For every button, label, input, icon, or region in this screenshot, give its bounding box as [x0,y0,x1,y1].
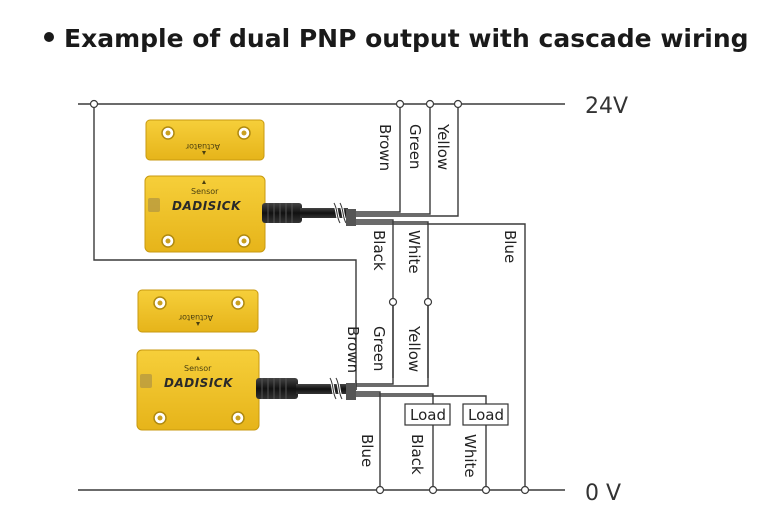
brand-logo: DADISICK [164,376,234,390]
lower-white-wire [356,395,487,404]
junction-dot [423,297,433,307]
upper-cable [262,202,356,226]
junction-dot [89,99,99,109]
junction-dot [388,297,398,307]
junction-dot [481,485,491,495]
junction-dot [425,99,435,109]
lower-green-wire [356,302,394,385]
junction-dot [520,485,530,495]
lower-yellow-wire [356,302,429,387]
junction-dots [89,99,530,495]
junction-dot [375,485,385,495]
upper-blue-label: Blue [501,230,519,263]
upper-green-wire [355,104,431,215]
upper-white-label: White [405,230,423,274]
title-text: Example of dual PNP output with cascade … [64,24,749,53]
junction-dot [395,99,405,109]
upper-blue-wire [355,223,526,490]
cascade-wire-24v-to-brown [93,104,357,390]
lower-yellow-label: Yellow [405,325,423,372]
lower-actuator: Actuator [137,289,259,333]
load-label: Load [468,406,504,424]
upper-sensor-body: Sensor DADISICK [144,175,266,253]
bullet-icon [44,32,54,42]
rail-0v-label: 0 V [585,481,621,506]
junction-dot [453,99,463,109]
lower-green-label: Green [370,326,388,371]
load-box-2: Load [462,403,509,426]
sensor-text: Sensor [184,364,212,373]
sensor-text: Sensor [191,187,219,196]
actuator-text: Actuator [178,313,213,322]
lower-black-wire [356,393,434,404]
lower-blue-wire [356,391,381,490]
load-label: Load [410,406,446,424]
load-box-1: Load [404,403,451,426]
rail-24v-label: 24V [585,94,628,119]
lower-blue-label: Blue [358,434,376,467]
upper-yellow-label: Yellow [434,123,452,170]
brand-logo: DADISICK [172,199,242,213]
diagram-title: Example of dual PNP output with cascade … [44,24,749,53]
upper-black-label: Black [370,230,388,271]
upper-brown-label: Brown [376,124,394,171]
actuator-text: Actuator [185,142,220,151]
down-arrow-icon [196,322,200,326]
up-arrow-icon [196,356,200,360]
upper-actuator: Actuator [145,119,265,161]
down-arrow-icon [202,151,206,155]
upper-brown-wire [355,104,401,213]
lower-sensor-body: Sensor DADISICK [136,349,260,431]
junction-dot [428,485,438,495]
lower-white-label: White [461,434,479,478]
lower-brown-label: Brown [344,326,362,373]
lower-black-label: Black [408,434,426,475]
upper-yellow-wire [355,104,459,217]
upper-green-label: Green [406,124,424,169]
up-arrow-icon [202,180,206,184]
lower-cable [256,377,356,400]
